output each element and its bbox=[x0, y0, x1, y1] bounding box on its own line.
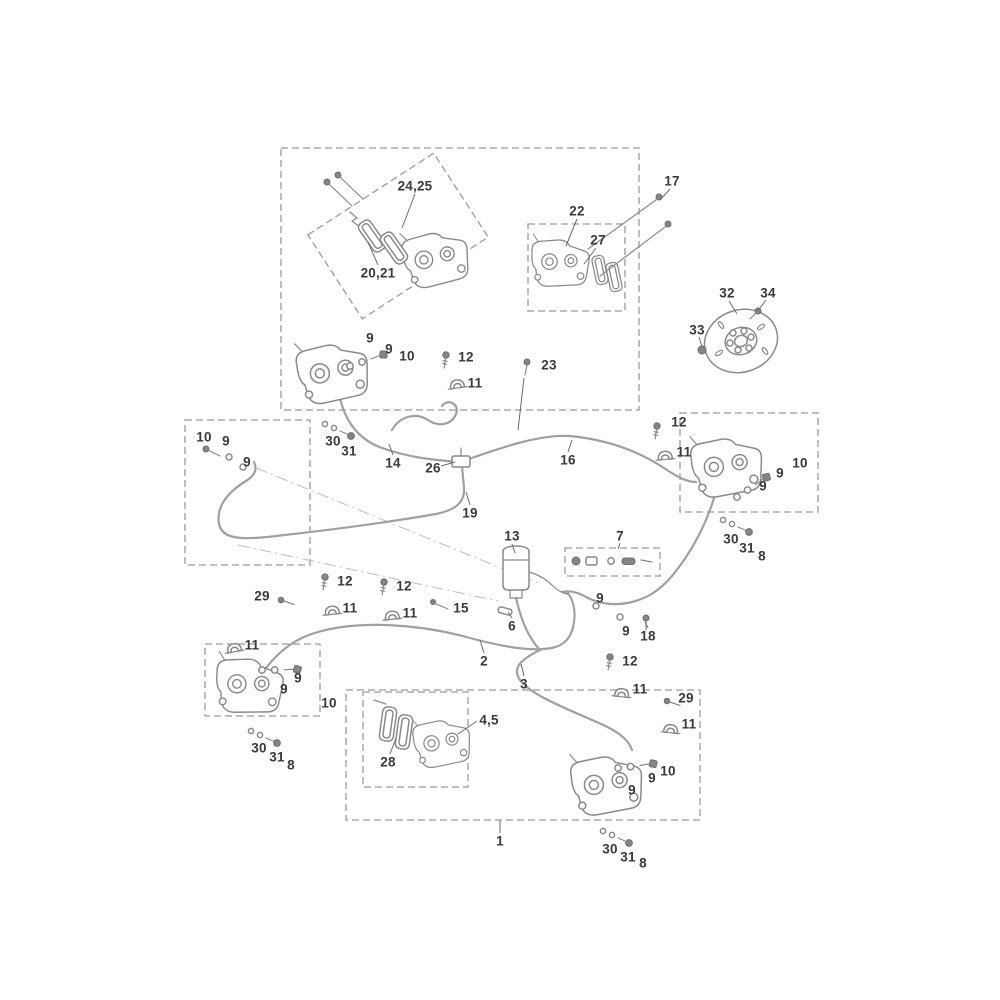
bolt-23 bbox=[517, 358, 531, 431]
group-box-left bbox=[184, 419, 311, 566]
brake-line-16 bbox=[464, 434, 698, 484]
group-box-7 bbox=[564, 547, 661, 577]
bolts-12 bbox=[319, 350, 662, 671]
group-box-top bbox=[280, 147, 640, 411]
brake-pads-top bbox=[323, 171, 411, 267]
group-box-pads-top bbox=[306, 152, 490, 320]
calipers bbox=[212, 223, 765, 818]
master-cylinder bbox=[502, 545, 568, 599]
leader-lines bbox=[367, 188, 767, 833]
left-box-hardware bbox=[202, 445, 247, 471]
group-box-22 bbox=[527, 223, 626, 312]
group-box-bottom-left bbox=[204, 643, 321, 717]
brake-line-3 bbox=[515, 648, 634, 752]
brake-pads-27 bbox=[590, 253, 624, 294]
mount-bolts-17 bbox=[587, 193, 672, 277]
caliper-top-box bbox=[398, 223, 473, 291]
bleeder-hardware bbox=[247, 420, 754, 848]
brake-pads-bottom bbox=[373, 699, 415, 751]
caliper-right bbox=[688, 430, 765, 500]
caliper-top-left bbox=[293, 335, 372, 407]
caliper-bottom-left bbox=[212, 650, 287, 718]
brake-lines bbox=[217, 396, 716, 752]
brake-line-front bbox=[338, 396, 460, 464]
brake-hose-loop bbox=[390, 401, 458, 432]
pipe-clamps bbox=[223, 377, 682, 735]
brake-line-mc bbox=[514, 596, 542, 652]
brake-line-2 bbox=[264, 590, 576, 670]
group-box-pads-bottom bbox=[362, 691, 469, 788]
group-boxes bbox=[184, 147, 819, 821]
caliper-22 bbox=[528, 233, 592, 290]
caliper-bottom-right bbox=[568, 748, 645, 818]
group-box-1 bbox=[345, 689, 701, 821]
junction-fitting bbox=[451, 447, 471, 468]
small-parts-7 bbox=[571, 556, 653, 566]
brake-line-19 bbox=[217, 460, 466, 540]
centerlines bbox=[237, 467, 541, 602]
caliper-bottom-box bbox=[410, 713, 473, 770]
group-box-right bbox=[679, 412, 819, 513]
brake-line-right bbox=[560, 496, 716, 606]
brake-disc bbox=[703, 308, 779, 374]
